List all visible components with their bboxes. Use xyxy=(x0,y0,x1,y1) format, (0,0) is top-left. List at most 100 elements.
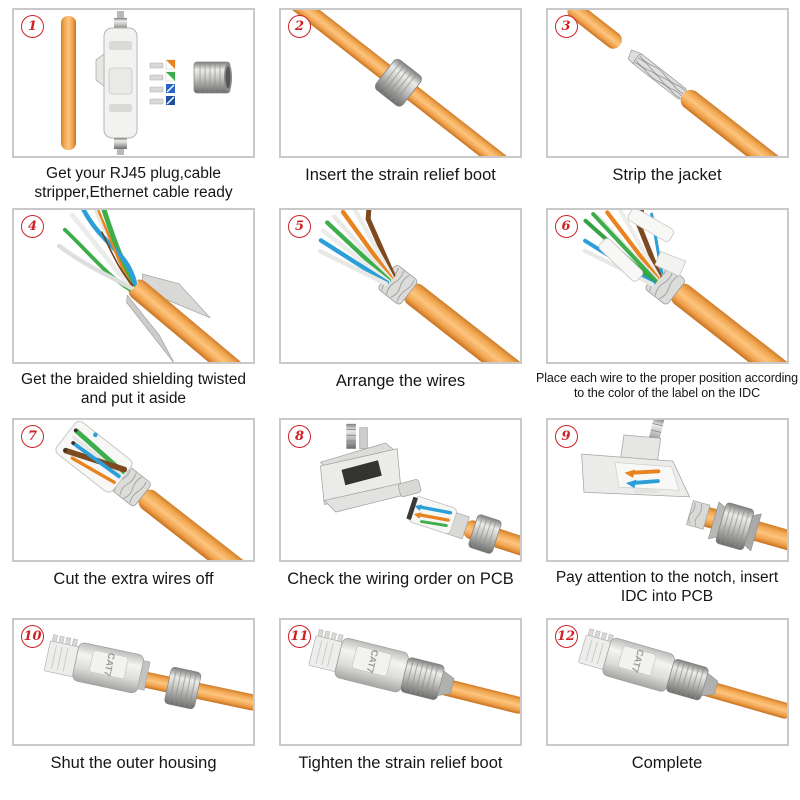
cable xyxy=(128,279,253,362)
arranged-wires-illustration xyxy=(317,210,520,362)
step-cell-5: 5 xyxy=(267,200,534,410)
step-cell-3: 3 Strip the jacket xyxy=(534,0,800,200)
step-number: 5 xyxy=(294,219,305,234)
step-number: 3 xyxy=(561,19,571,34)
step-cell-10: 10 xyxy=(0,610,267,800)
cable xyxy=(61,16,76,150)
step-number-badge: 3 xyxy=(554,15,578,38)
step-cell-11: 11 xyxy=(267,610,534,800)
plug-head xyxy=(44,634,79,677)
step-caption: Insert the strain relief boot xyxy=(305,166,496,184)
boot-on-cable-illustration xyxy=(288,10,514,156)
idc-block xyxy=(406,496,457,534)
rj45-plug-tool xyxy=(95,11,138,155)
step-number-badge: 8 xyxy=(288,425,311,448)
step-number-badge: 11 xyxy=(288,625,311,648)
cable xyxy=(680,89,787,156)
connector-housing xyxy=(580,420,690,498)
stripped-jacket-illustration xyxy=(566,10,787,156)
step-panel: 8 xyxy=(279,418,522,562)
step-number: 12 xyxy=(556,629,576,644)
wires-on-idc-illustration xyxy=(582,210,787,362)
closed-housing-illustration: CAT7 xyxy=(44,634,253,711)
shield-flap xyxy=(126,294,175,362)
step-panel: 3 xyxy=(545,8,789,158)
step-cell-12: 12 xyxy=(534,610,800,800)
step-number: 7 xyxy=(27,429,38,444)
step-number: 4 xyxy=(27,219,38,234)
plug-head xyxy=(577,628,614,670)
idc-insert-illustration xyxy=(580,420,787,554)
step-number-badge: 2 xyxy=(288,15,311,38)
step-number-badge: 4 xyxy=(21,215,44,238)
step-number-badge: 10 xyxy=(21,625,44,648)
step-number-badge: 1 xyxy=(21,15,44,38)
cable-with-idc xyxy=(406,496,520,560)
open-housing-illustration xyxy=(319,423,520,560)
idc-body xyxy=(654,250,686,277)
strain-relief-boot xyxy=(468,514,502,554)
step-number-badge: 6 xyxy=(554,215,578,238)
step-panel: 12 xyxy=(545,618,789,746)
step-cell-7: 7 xyxy=(0,410,267,610)
step-number-badge: 9 xyxy=(554,425,578,448)
strain-relief-boot xyxy=(665,659,718,701)
step-caption: Tighten the strain relief boot xyxy=(298,754,503,772)
step-caption: Check the wiring order on PCB xyxy=(287,570,514,588)
cut-jacket-piece xyxy=(566,10,622,49)
step-number: 10 xyxy=(23,629,42,644)
strain-relief-boot xyxy=(400,657,455,700)
wires-in-idc xyxy=(582,210,686,287)
connector-body: CAT7 xyxy=(334,637,409,693)
cable-with-boot xyxy=(685,500,787,554)
step-number-badge: 12 xyxy=(554,625,578,648)
twisted-wire-pairs xyxy=(56,210,138,292)
step-number: 2 xyxy=(294,19,305,34)
boot-tightened-illustration: CAT7 xyxy=(308,628,520,714)
cable xyxy=(138,489,251,560)
idc-guide xyxy=(627,210,674,242)
idc-guide xyxy=(598,238,643,282)
step-caption: Cut the extra wires off xyxy=(53,570,214,588)
connector-body: CAT7 xyxy=(72,642,151,694)
trimmed-wires-illustration xyxy=(55,420,251,560)
braid-aside-illustration xyxy=(56,210,253,362)
strain-relief-boot xyxy=(164,667,202,710)
step-caption: Arrange the wires xyxy=(335,372,466,390)
step-number: 1 xyxy=(27,19,38,34)
step-cell-8: 8 xyxy=(267,410,534,610)
step-cell-6: 6 xyxy=(534,200,800,410)
strain-relief-boot xyxy=(193,61,232,94)
step-panel: 4 xyxy=(12,208,255,364)
open-connector-housing xyxy=(319,423,422,513)
step-number-badge: 7 xyxy=(21,425,44,448)
step-caption: Shut the outer housing xyxy=(50,754,217,772)
step-panel: 6 xyxy=(545,208,789,364)
wiring-label-card xyxy=(149,59,176,105)
step-caption: Pay attention to the notch, insert IDC i… xyxy=(555,569,779,605)
step-panel: 2 xyxy=(279,8,522,158)
plug-head xyxy=(308,628,344,672)
complete-plug-illustration: CAT7 xyxy=(577,628,787,719)
cable xyxy=(670,283,787,362)
strain-relief-boot xyxy=(707,501,762,552)
step-panel: 11 xyxy=(279,618,522,746)
rj45-parts-illustration xyxy=(61,11,232,155)
step-panel: 10 xyxy=(12,618,255,746)
step-caption: Strip the jacket xyxy=(612,166,722,184)
idc-with-trimmed-wires xyxy=(55,420,133,493)
step-number: 11 xyxy=(290,629,309,644)
step-caption: Get your RJ45 plug,cable stripper,Ethern… xyxy=(34,165,233,201)
strain-relief-boot xyxy=(374,58,422,107)
cable xyxy=(404,283,520,362)
step-cell-4: 4 xyxy=(0,200,267,410)
step-caption: Complete xyxy=(631,754,703,772)
cable xyxy=(693,678,787,719)
fanned-wires xyxy=(317,210,396,286)
step-number: 8 xyxy=(294,429,305,444)
step-panel: 1 xyxy=(12,8,255,158)
step-cell-2: 2 Insert the strain relief boot xyxy=(267,0,534,200)
step-panel: 9 xyxy=(545,418,789,562)
step-number: 9 xyxy=(561,429,571,444)
